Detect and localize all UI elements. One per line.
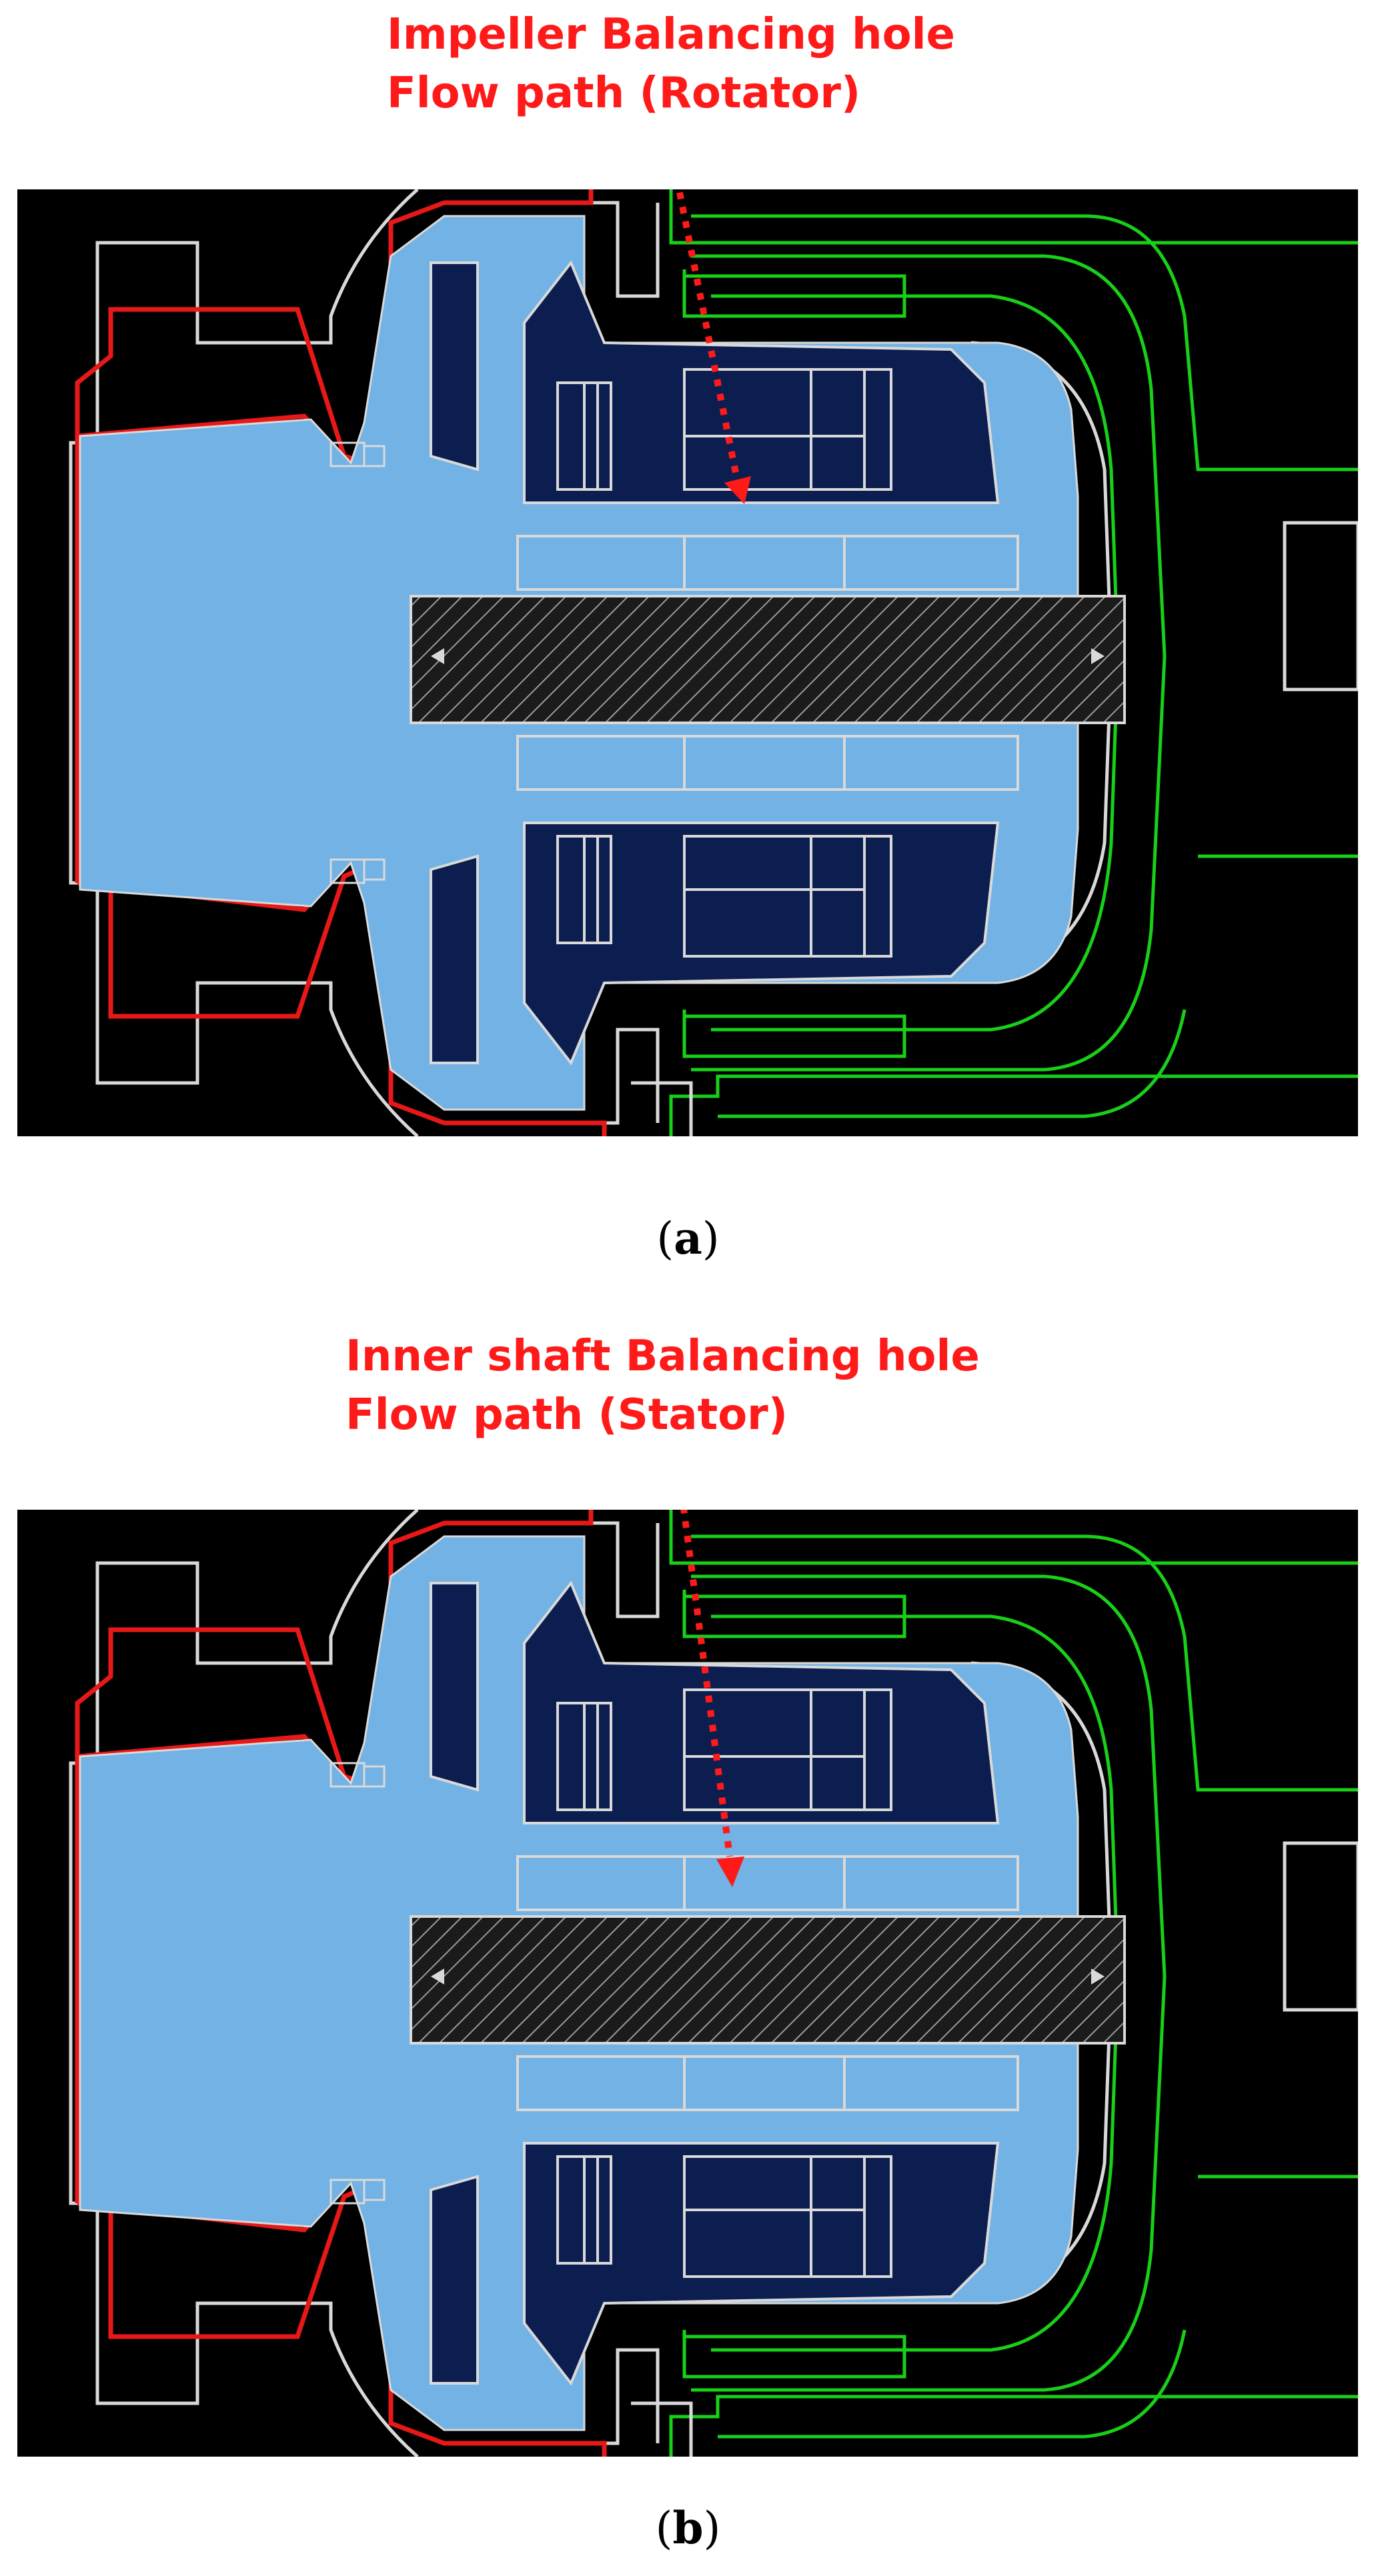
annotation-flow-path-rotator: Flow path (Rotator) bbox=[387, 69, 861, 118]
pump-drawing bbox=[17, 189, 1358, 1136]
annotation-flow-path-stator: Flow path (Stator) bbox=[346, 1390, 788, 1440]
caption-a: (a) bbox=[656, 1212, 720, 1264]
caption-b: (b) bbox=[655, 2502, 721, 2554]
pump-cross-section-b bbox=[17, 1510, 1358, 2457]
annotation-impeller-balancing-hole: Impeller Balancing hole bbox=[387, 10, 955, 59]
flow-path-arrow-line bbox=[675, 189, 740, 477]
annotation-inner-shaft-balancing-hole: Inner shaft Balancing hole bbox=[346, 1332, 980, 1381]
pump-drawing bbox=[17, 1510, 1358, 2457]
flow-path-arrow-head bbox=[724, 476, 751, 504]
pump-cross-section-a bbox=[17, 189, 1358, 1136]
flow-path-arrow-head bbox=[716, 1856, 744, 1887]
